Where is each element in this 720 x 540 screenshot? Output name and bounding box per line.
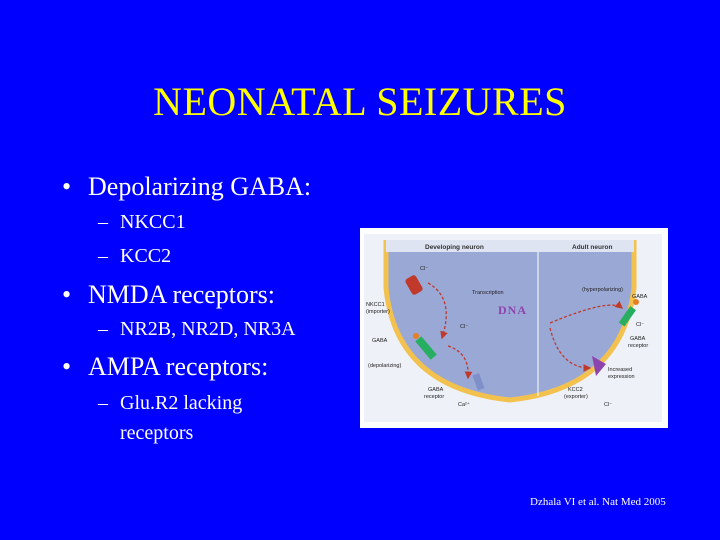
label-hyperpolarizing: (hyperpolarizing) bbox=[582, 287, 623, 293]
label-transcription: Transcription bbox=[472, 290, 504, 296]
header-band bbox=[386, 240, 634, 252]
label-ca: Ca²⁺ bbox=[458, 401, 470, 408]
bullet-text: NMDA receptors: bbox=[88, 280, 276, 309]
label-importer: (importer) bbox=[366, 309, 390, 315]
gaba-neuron-diagram: Developing neuron Adult neuron DNA Trans… bbox=[360, 228, 668, 428]
label-cl-right: Cl⁻ bbox=[636, 322, 644, 328]
bullet-dot: • bbox=[62, 280, 72, 309]
sub-bullet-glur2: –Glu.R2 lacking bbox=[98, 392, 242, 415]
diagram-svg: Developing neuron Adult neuron DNA Trans… bbox=[364, 234, 662, 422]
dna-helix-icon: DNA bbox=[498, 303, 527, 317]
dash: – bbox=[98, 392, 108, 414]
bullet-text: AMPA receptors: bbox=[88, 352, 269, 381]
dash: – bbox=[98, 318, 108, 340]
sub-bullet-nkcc1: –NKCC1 bbox=[98, 211, 186, 234]
label-gaba-receptor-left-2: receptor bbox=[424, 394, 444, 400]
bullet-nmda-receptors: • NMDA receptors: bbox=[62, 280, 275, 310]
citation: Dzhala VI et al. Nat Med 2005 bbox=[530, 496, 666, 508]
label-cl-bottom: Cl⁻ bbox=[604, 402, 612, 408]
gaba-molecule-left-icon bbox=[413, 333, 419, 339]
cell-cytoplasm bbox=[386, 240, 634, 400]
sub-bullet-text: Glu.R2 lacking bbox=[120, 392, 243, 414]
label-kcc2: KCC2 bbox=[568, 387, 583, 393]
dash: – bbox=[98, 211, 108, 233]
sub-bullet-continuation: receptors bbox=[120, 422, 194, 444]
dash: – bbox=[98, 245, 108, 267]
sub-bullet-nr-subunits: –NR2B, NR2D, NR3A bbox=[98, 318, 296, 341]
label-gaba-receptor-left-1: GABA bbox=[428, 387, 444, 393]
label-depolarizing: (depolarizing) bbox=[368, 363, 401, 369]
gaba-receptor-right-icon bbox=[618, 306, 637, 327]
bullet-text: Depolarizing GABA: bbox=[88, 172, 312, 201]
sub-bullet-text: KCC2 bbox=[120, 245, 172, 267]
cl-influx-arrow bbox=[427, 282, 448, 340]
label-gaba-receptor-right-2: receptor bbox=[628, 343, 648, 349]
bullet-depolarizing-gaba: • Depolarizing GABA: bbox=[62, 172, 311, 202]
calcium-channel-icon bbox=[472, 373, 485, 391]
bullet-ampa-receptors: • AMPA receptors: bbox=[62, 352, 268, 382]
cell-membrane bbox=[383, 240, 637, 403]
transcription-arrow-bottom bbox=[549, 327, 592, 372]
gaba-receptor-left-icon bbox=[415, 336, 437, 360]
label-gaba-left: GABA bbox=[372, 338, 388, 344]
sub-bullet-kcc2: –KCC2 bbox=[98, 245, 171, 268]
gaba-molecule-right-icon bbox=[633, 299, 639, 305]
bullet-dot: • bbox=[62, 352, 72, 381]
label-cl-mid: Cl⁻ bbox=[460, 324, 468, 330]
label-developing-neuron: Developing neuron bbox=[425, 244, 484, 251]
kcc2-transporter-icon bbox=[592, 356, 606, 376]
label-cl-top: Cl⁻ bbox=[420, 266, 428, 272]
label-adult-neuron: Adult neuron bbox=[572, 244, 612, 251]
sub-bullet-text: NR2B, NR2D, NR3A bbox=[120, 318, 296, 340]
label-gaba-right: GABA bbox=[632, 294, 648, 300]
transcription-arrow-top bbox=[549, 300, 624, 324]
sub-bullet-text: NKCC1 bbox=[120, 211, 186, 233]
slide-title: NEONATAL SEIZURES bbox=[153, 79, 567, 124]
label-nkcc1: NKCC1 bbox=[366, 302, 385, 308]
label-exporter: (exporter) bbox=[564, 394, 588, 400]
cl-efflux-arrow bbox=[447, 345, 473, 380]
nkcc1-transporter-icon bbox=[405, 275, 423, 295]
label-increased-2: expression bbox=[608, 374, 635, 380]
label-increased-1: Increased bbox=[608, 367, 632, 373]
bullet-dot: • bbox=[62, 172, 72, 201]
label-gaba-receptor-right-1: GABA bbox=[630, 336, 646, 342]
